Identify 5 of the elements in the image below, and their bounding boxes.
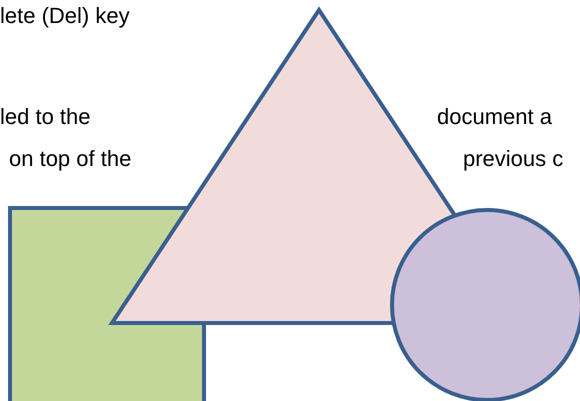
text-fragment: lete (Del) key (0, 3, 130, 29)
text-fragment: previous c (463, 146, 564, 172)
text-fragment: led to the (0, 104, 91, 130)
text-fragment: on top of the (9, 146, 132, 172)
text-fragment: document a (437, 104, 552, 130)
